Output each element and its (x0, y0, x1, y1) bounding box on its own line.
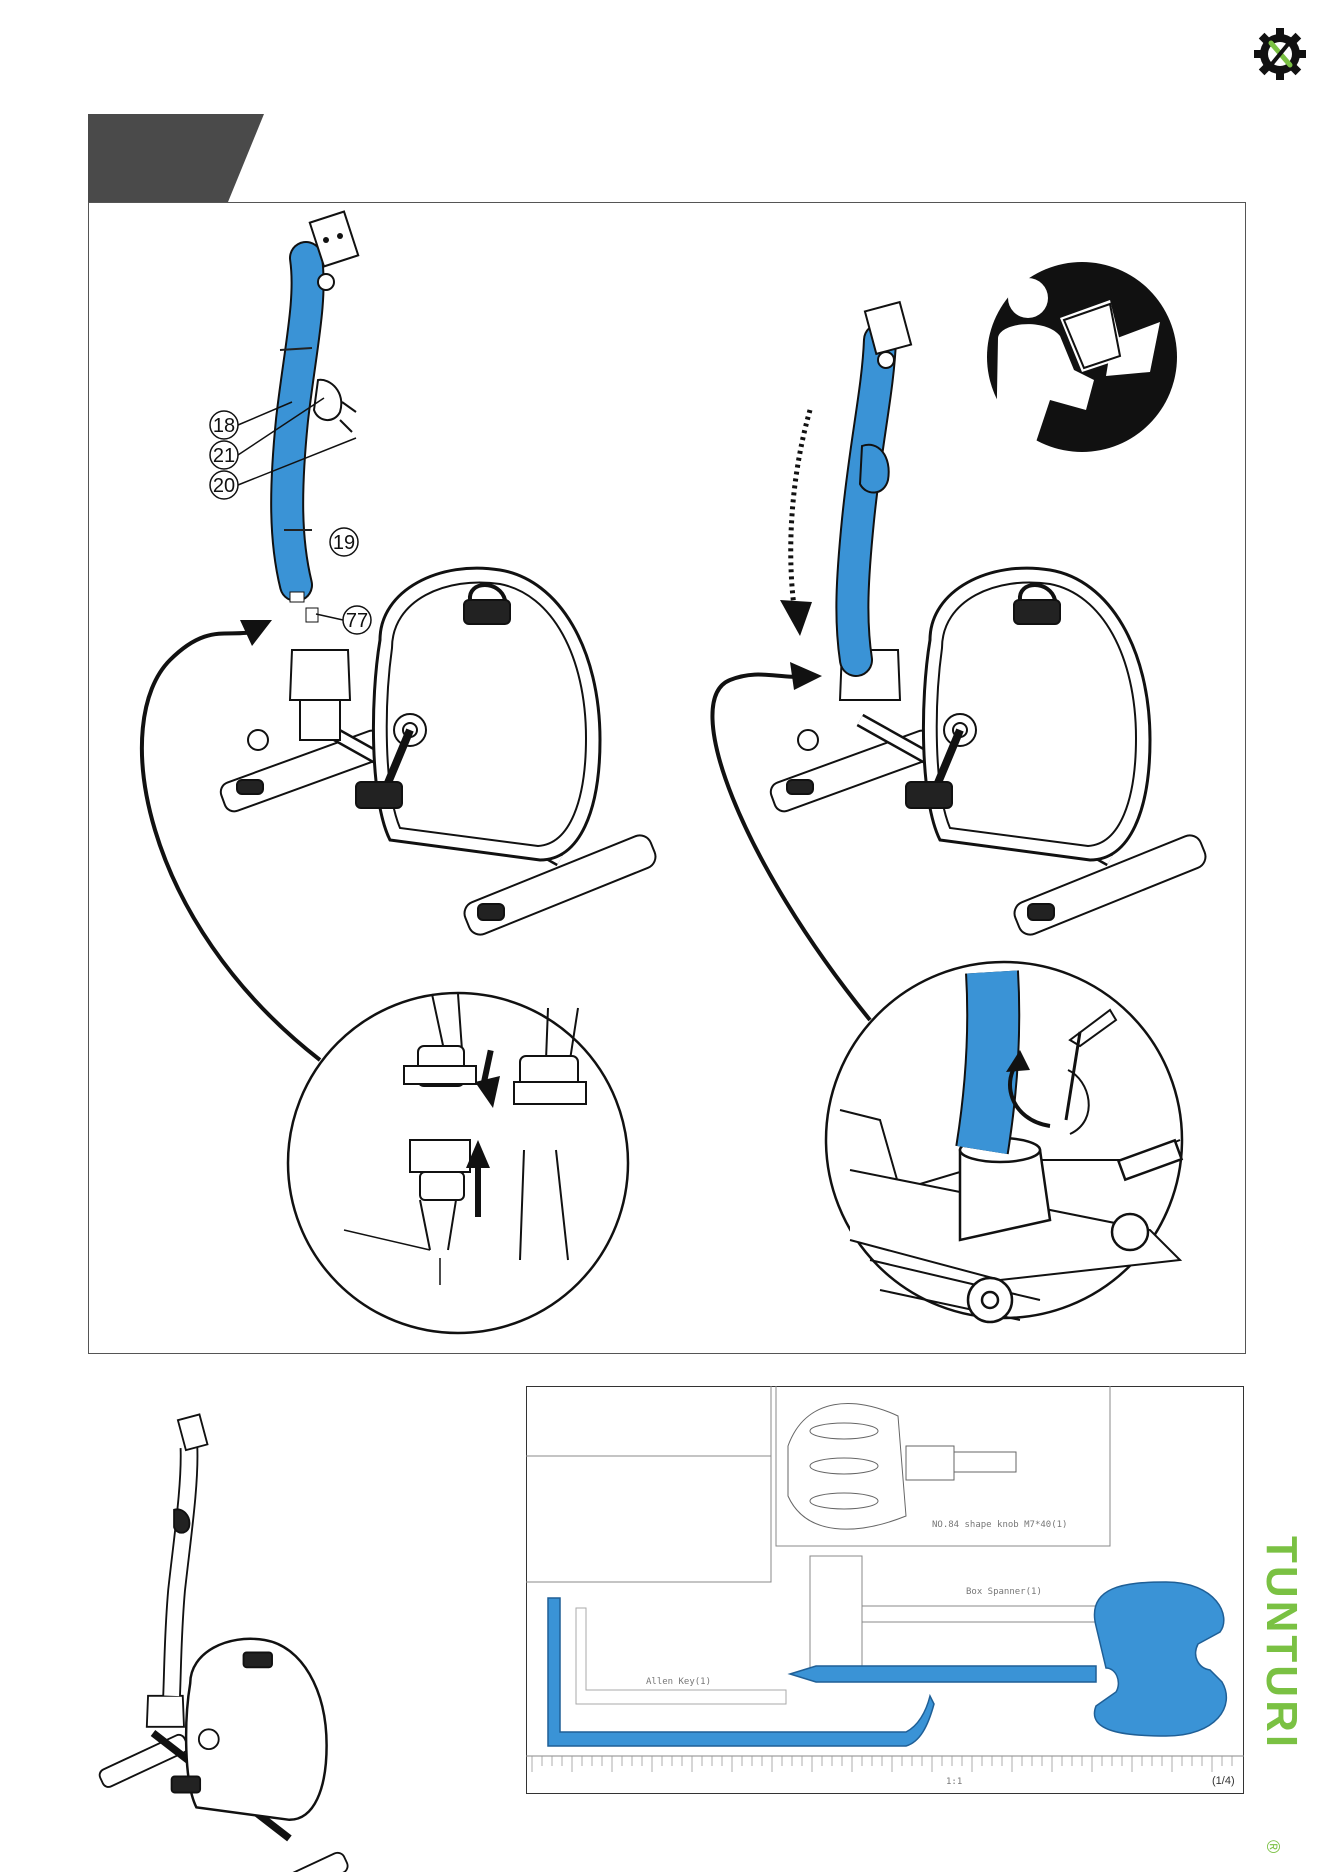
label-77: 77 (346, 610, 368, 632)
curved-arrow-right (712, 675, 870, 1020)
screwdriver-blue (790, 1582, 1226, 1736)
tools-drawing: NO.84 shape knob M7*40(1) Box Spanner(1)… (526, 1386, 1244, 1794)
read-manual-icon (987, 262, 1177, 452)
box-spanner-label: Box Spanner(1) (966, 1587, 1042, 1597)
brand-logo: TUNTURI ® (1255, 1530, 1305, 1860)
knob-label: NO.84 shape knob M7*40(1) (932, 1520, 1067, 1530)
label-21: 21 (213, 445, 235, 467)
brand-registered: ® (1263, 1840, 1283, 1853)
thumbnail-bike (98, 1414, 350, 1872)
brand-name: TUNTURI (1257, 1536, 1305, 1750)
left-handlebar-post (280, 212, 358, 622)
post-closeup (982, 972, 993, 1150)
dotted-arrow (791, 410, 810, 620)
left-bike (218, 568, 659, 938)
right-bike (768, 568, 1209, 938)
label-19: 19 (333, 532, 355, 554)
allen-key-label: Allen Key(1) (646, 1677, 711, 1687)
label-18: 18 (213, 415, 235, 437)
allen-key-outline (576, 1608, 786, 1704)
shape-knob (788, 1404, 1016, 1530)
ruler-scale: 1:1 (946, 1777, 962, 1787)
label-20: 20 (213, 475, 235, 497)
ruler-corner: (1/4) (1212, 1775, 1235, 1787)
right-handlebar-post (852, 302, 911, 660)
connector-zoom-circle (288, 993, 628, 1333)
ruler (532, 1756, 1232, 1772)
